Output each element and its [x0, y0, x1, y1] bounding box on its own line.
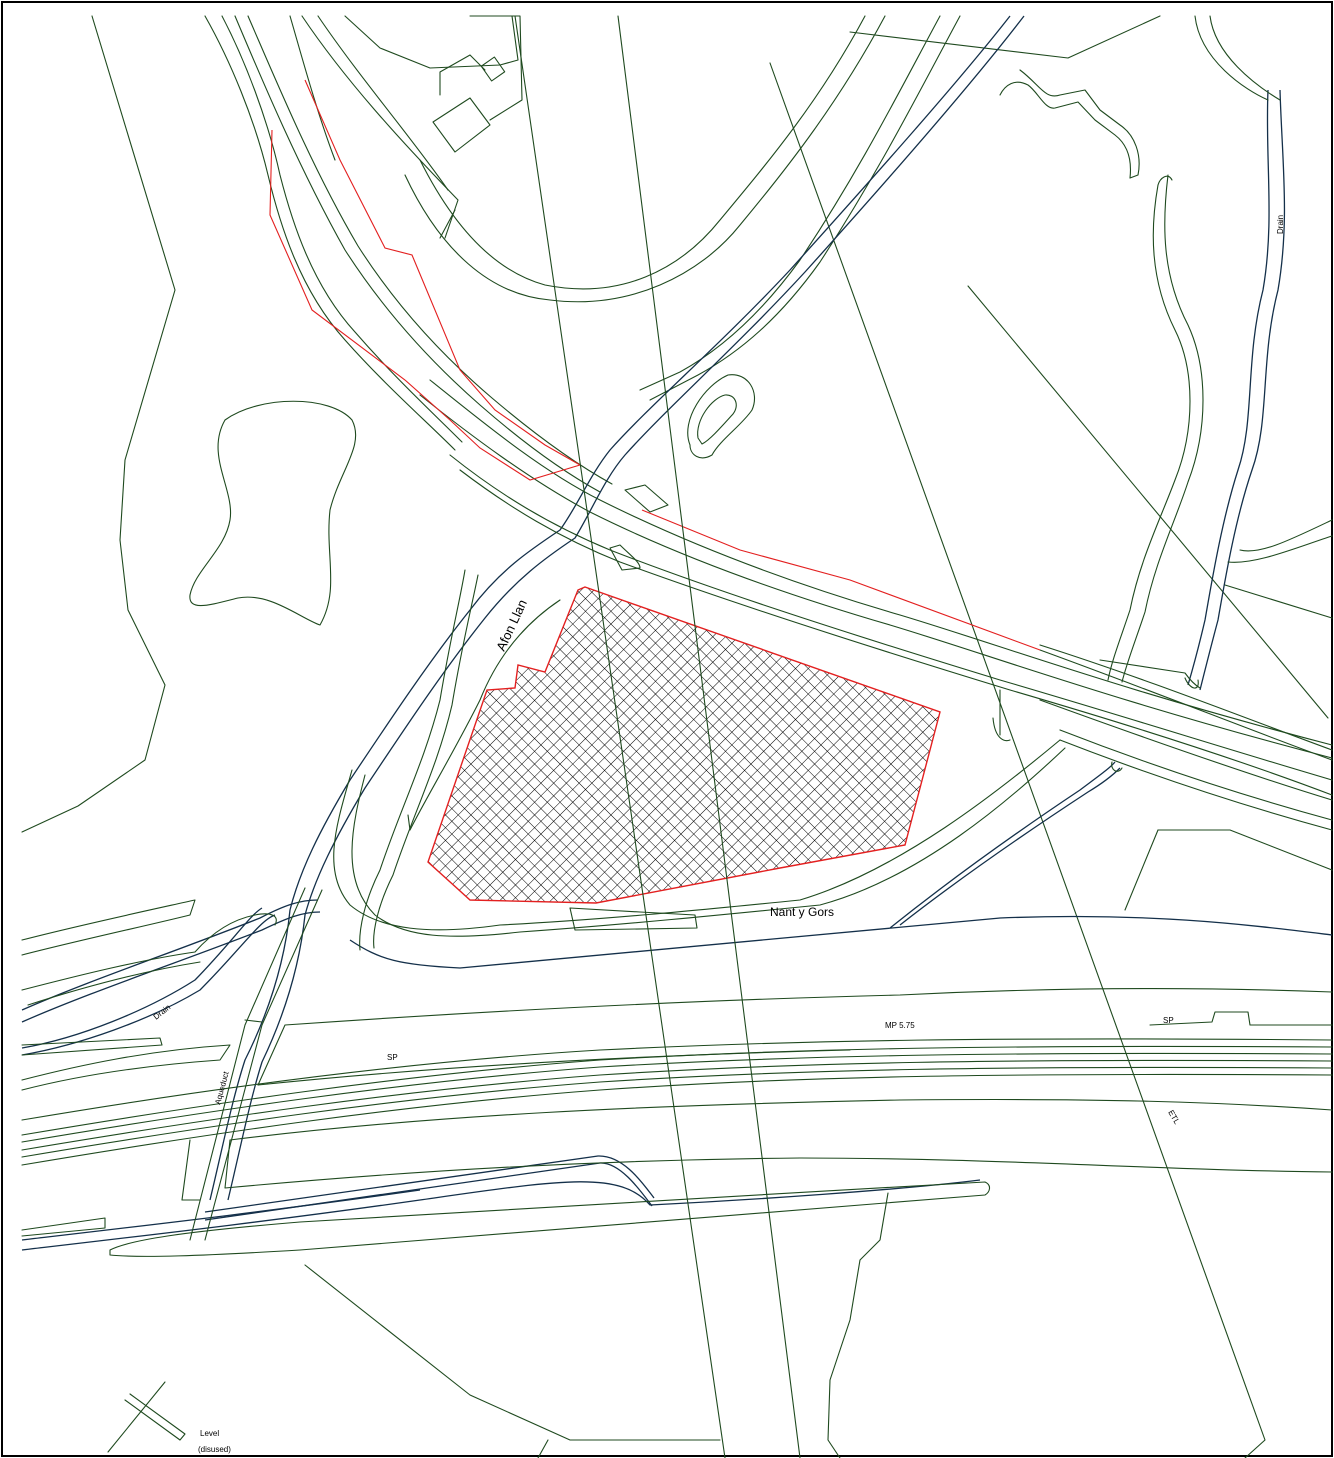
drain-label-east: Drain [1276, 215, 1285, 234]
watercourses [21, 15, 1333, 1251]
south-parcels [109, 1181, 991, 1458]
sp-label-west: SP [387, 1053, 398, 1062]
milepost-label: MP 5.75 [885, 1021, 915, 1030]
river-banks [333, 569, 1066, 951]
level-symbol [107, 1381, 186, 1453]
drain-label-west: Drain [152, 1003, 173, 1022]
application-site [427, 586, 941, 904]
transmission-lines [514, 15, 1001, 1458]
road-label: Nant y Gors [770, 905, 834, 919]
western-spurs [21, 899, 277, 1006]
railway [21, 988, 1333, 1237]
eastern-lane [999, 69, 1204, 683]
field-boundaries [21, 15, 1333, 1458]
turning-loop [687, 374, 755, 459]
aqueduct [181, 887, 323, 1241]
northern-road [404, 15, 1161, 401]
sp-label-east: SP [1163, 1016, 1174, 1025]
pond [189, 400, 357, 626]
etl-label: ETL [1166, 1109, 1181, 1127]
misc-features [609, 484, 1199, 772]
main-road [419, 379, 1333, 831]
level-note-label: (disused) [198, 1445, 231, 1454]
level-label: Level [200, 1429, 219, 1438]
northwest-tracks [204, 15, 613, 493]
aqueduct-label: Aqueduct [213, 1070, 231, 1106]
buildings-north [344, 15, 523, 153]
